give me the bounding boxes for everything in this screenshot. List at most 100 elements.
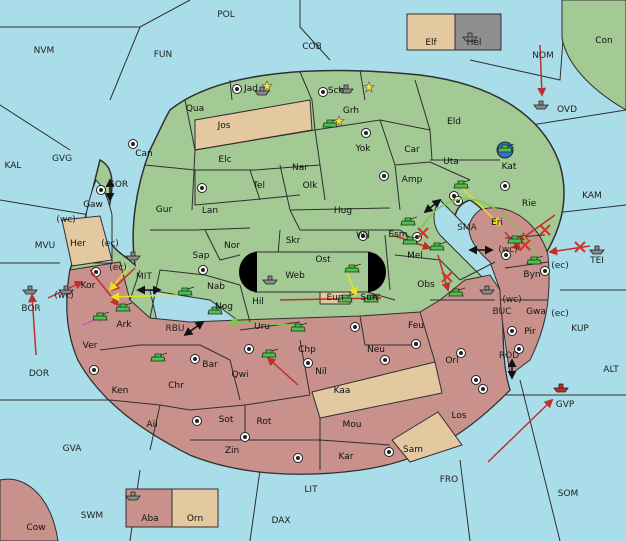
land-label-Elf[interactable]: Elf (425, 38, 437, 48)
army-unit-icon[interactable] (400, 216, 418, 226)
sea-label-GVA[interactable]: GVA (63, 444, 83, 454)
land-label-Rot[interactable]: Rot (257, 417, 272, 427)
land-label-Qwi[interactable]: Qwi (232, 370, 249, 380)
army-unit-icon[interactable] (453, 179, 471, 189)
army-unit-icon[interactable] (337, 293, 355, 303)
land-label-Olk[interactable]: Olk (303, 181, 319, 191)
land-Hel[interactable] (454, 13, 502, 51)
land-Elf[interactable] (406, 13, 456, 51)
land-label-Ail[interactable]: Ail (146, 420, 157, 430)
land-label-Neu[interactable]: Neu (367, 345, 385, 355)
land-label-Web[interactable]: Web (285, 271, 305, 281)
army-unit-icon[interactable] (448, 287, 466, 297)
land-label-Jos[interactable]: Jos (217, 121, 231, 131)
sea-label-TEI[interactable]: TEI (589, 256, 604, 266)
sea-label-KUP[interactable]: KUP (571, 324, 589, 334)
land-label-Amp[interactable]: Amp (402, 175, 423, 185)
sea-label-NOM[interactable]: NOM (532, 51, 554, 61)
land-label-Eun[interactable]: Eun (326, 293, 343, 303)
sea-label-SWM[interactable]: SWM (81, 511, 103, 521)
sea-label-LIT[interactable]: LIT (304, 485, 318, 495)
sea-label-BUC[interactable]: BUC (492, 307, 511, 317)
land-label-Kaa[interactable]: Kaa (334, 386, 351, 396)
fleet-unit-icon[interactable] (553, 383, 569, 393)
land-label-Gur[interactable]: Gur (156, 205, 173, 215)
land-label-Kat[interactable]: Kat (502, 162, 517, 172)
land-label-Gwa[interactable]: Gwa (526, 307, 546, 317)
land-label-Ark[interactable]: Ark (116, 320, 132, 330)
army-unit-icon[interactable] (497, 143, 515, 153)
sea-label-MIT[interactable]: MIT (136, 272, 152, 282)
sea-label-DAX[interactable]: DAX (271, 516, 290, 526)
sea-label-NVM[interactable]: NVM (34, 46, 55, 56)
land-label-Rie[interactable]: Rie (522, 199, 537, 209)
land-label-Skr[interactable]: Skr (286, 236, 301, 246)
land-label-Los[interactable]: Los (451, 411, 466, 421)
sea-label-FUN[interactable]: FUN (154, 50, 173, 60)
sea-label-COB[interactable]: COB (302, 42, 322, 52)
sea-label-SMA[interactable]: SMA (457, 223, 477, 233)
land-label-Ost[interactable]: Ost (315, 255, 331, 265)
land-label-Feu[interactable]: Feu (408, 321, 424, 331)
land-label-Orn[interactable]: Orn (187, 514, 203, 524)
fleet-unit-icon[interactable] (58, 285, 74, 295)
fleet-unit-icon[interactable] (479, 285, 495, 295)
fleet-unit-icon[interactable] (338, 84, 354, 94)
land-label-Kar[interactable]: Kar (339, 452, 354, 462)
land-Kaa[interactable] (311, 361, 443, 419)
land-label-Grh[interactable]: Grh (343, 106, 359, 116)
fleet-unit-icon[interactable] (262, 275, 278, 285)
land-label-Car[interactable]: Car (404, 145, 420, 155)
fleet-unit-icon[interactable] (533, 100, 549, 110)
land-label-Pir[interactable]: Pir (524, 327, 536, 337)
land-label-Bar[interactable]: Bar (202, 360, 218, 370)
land-label-Qua[interactable]: Qua (186, 104, 204, 114)
land-label-Hil[interactable]: Hil (252, 297, 264, 307)
land-label-Can[interactable]: Can (135, 149, 153, 159)
army-unit-icon[interactable] (177, 286, 195, 296)
land-label-Gaw[interactable]: Gaw (83, 200, 103, 210)
army-unit-icon[interactable] (290, 322, 308, 332)
land-label-Sun[interactable]: Sun (360, 293, 377, 303)
army-unit-icon[interactable] (402, 235, 420, 245)
land-label-Tel[interactable]: Tel (252, 181, 265, 191)
fleet-unit-icon[interactable] (125, 251, 141, 261)
land-label-Byn[interactable]: Byn (523, 270, 540, 280)
army-unit-icon[interactable] (344, 263, 362, 273)
sea-label-ROD[interactable]: ROD (499, 351, 519, 361)
army-unit-icon[interactable] (507, 234, 525, 244)
land-label-Kor[interactable]: Kor (81, 281, 96, 291)
land-label-Hug[interactable]: Hug (334, 206, 352, 216)
land-label-Zin[interactable]: Zin (225, 446, 239, 456)
land-label-Cow[interactable]: Cow (26, 523, 45, 533)
army-unit-icon[interactable] (207, 305, 225, 315)
land-label-Eri[interactable]: Eri (491, 218, 503, 228)
land-label-Sam[interactable]: Sam (403, 445, 423, 455)
land-label-Eld[interactable]: Eld (447, 117, 461, 127)
army-unit-icon[interactable] (526, 255, 544, 265)
land-label-Wil[interactable]: Wil (356, 231, 370, 241)
sea-label-OVD[interactable]: OVD (557, 105, 577, 115)
land-label-Jad[interactable]: Jad (243, 84, 258, 94)
sea-label-POL[interactable]: POL (217, 10, 235, 20)
land-label-Hel[interactable]: Hel (467, 38, 482, 48)
sea-label-MVU[interactable]: MVU (35, 241, 56, 251)
sea-label-GOR[interactable]: GOR (108, 180, 128, 190)
sea-label-KAM[interactable]: KAM (582, 191, 602, 201)
fleet-unit-icon[interactable] (589, 245, 605, 255)
sea-label-DOR[interactable]: DOR (29, 369, 49, 379)
land-label-Orl[interactable]: Orl (445, 356, 458, 366)
army-unit-icon[interactable] (261, 348, 279, 358)
land-label-Her[interactable]: Her (70, 239, 86, 249)
army-unit-icon[interactable] (92, 311, 110, 321)
fleet-unit-icon[interactable] (462, 32, 478, 42)
army-unit-icon[interactable] (363, 293, 381, 303)
land-label-Con[interactable]: Con (595, 36, 613, 46)
sea-label-FRO[interactable]: FRO (440, 475, 459, 485)
sea-label-GVG[interactable]: GVG (52, 154, 72, 164)
land-label-Sot[interactable]: Sot (219, 415, 234, 425)
land-label-Mel[interactable]: Mel (407, 251, 423, 261)
land-label-Ver[interactable]: Ver (83, 341, 98, 351)
land-label-Nil[interactable]: Nil (315, 367, 327, 377)
land-label-Aba[interactable]: Aba (141, 514, 158, 524)
